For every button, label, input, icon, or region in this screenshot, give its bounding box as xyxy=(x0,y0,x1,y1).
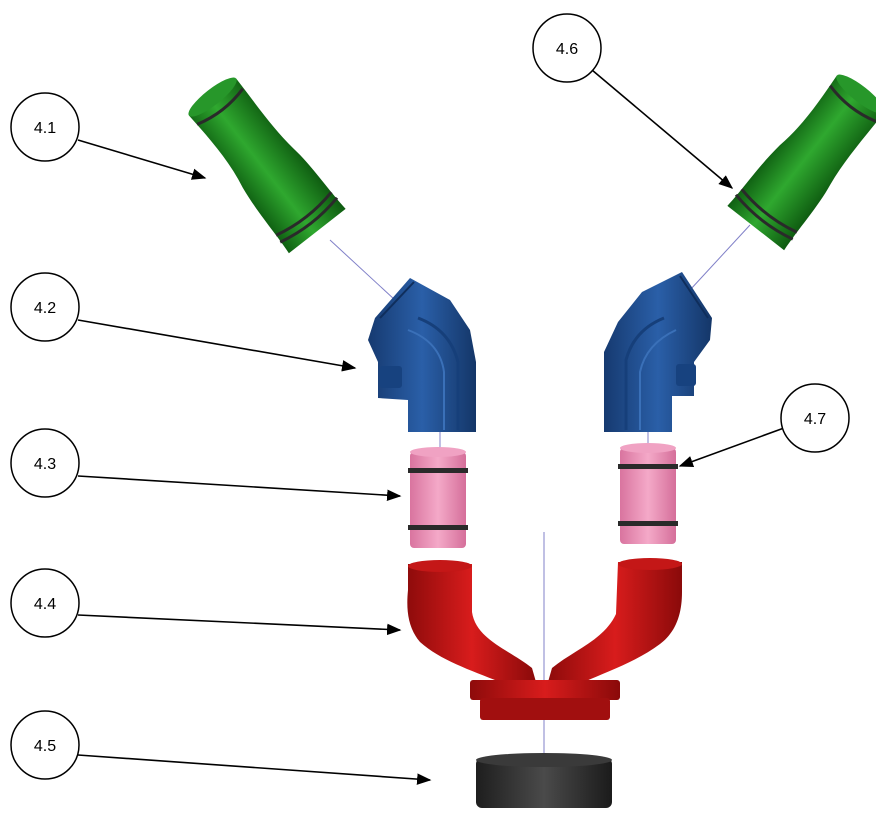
part-blue-elbow-left xyxy=(368,278,476,432)
callout-4-6: 4.6 xyxy=(532,13,602,83)
part-green-hose-right xyxy=(727,74,876,251)
callout-4-4: 4.4 xyxy=(10,568,80,638)
callout-label: 4.5 xyxy=(34,738,56,755)
callout-4-5: 4.5 xyxy=(10,710,80,780)
leader-4-2 xyxy=(77,319,357,372)
leader-4-3 xyxy=(77,475,402,501)
callout-4-3: 4.3 xyxy=(10,428,80,498)
callout-label: 4.7 xyxy=(804,411,826,428)
callout-label: 4.3 xyxy=(34,456,56,473)
leader-4-4 xyxy=(77,614,402,636)
leader-4-6 xyxy=(591,69,734,189)
callout-label: 4.4 xyxy=(34,596,56,613)
callout-label: 4.6 xyxy=(556,41,578,58)
callout-label: 4.2 xyxy=(34,300,56,317)
part-red-y-manifold xyxy=(407,558,682,720)
part-green-hose-left xyxy=(188,77,346,254)
part-black-cap xyxy=(476,753,612,808)
callout-4-1: 4.1 xyxy=(10,92,80,162)
callout-leader-lines xyxy=(77,69,785,785)
leader-4-1 xyxy=(77,139,207,180)
callout-4-2: 4.2 xyxy=(10,272,80,342)
callout-label: 4.1 xyxy=(34,120,56,137)
leader-4-7 xyxy=(678,427,785,467)
leader-4-5 xyxy=(77,754,432,785)
part-pink-sleeve-right xyxy=(618,443,678,544)
callout-4-7: 4.7 xyxy=(780,383,850,453)
part-pink-sleeve-left xyxy=(408,447,468,548)
part-blue-elbow-right xyxy=(604,272,712,432)
